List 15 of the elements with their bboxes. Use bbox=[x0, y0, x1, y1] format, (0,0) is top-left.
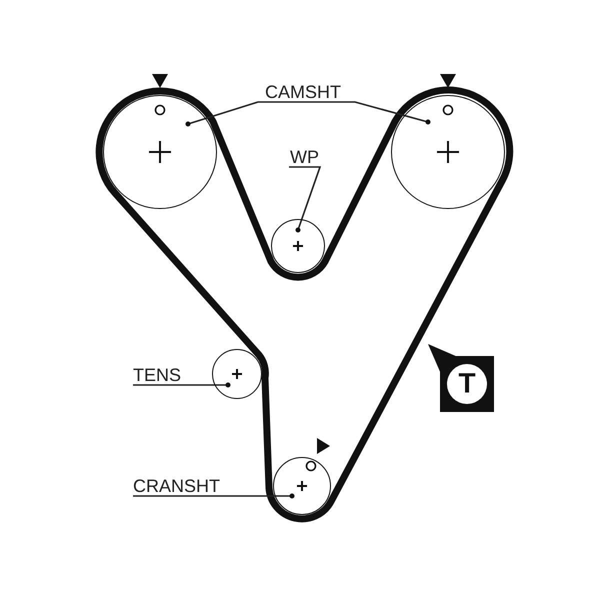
pulley bbox=[271, 219, 325, 273]
pulley bbox=[103, 95, 217, 209]
part-label: TENS bbox=[133, 365, 182, 385]
leader-line bbox=[300, 101, 430, 124]
pulley bbox=[273, 457, 331, 515]
pulley bbox=[391, 95, 505, 209]
tensioner-badge: T bbox=[440, 356, 494, 412]
pulley bbox=[212, 349, 262, 399]
part-label: WP bbox=[290, 147, 319, 167]
part-label: CAMSHT bbox=[265, 82, 341, 102]
leader-line bbox=[186, 101, 300, 126]
leader-line bbox=[289, 166, 322, 232]
part-label: CRANSHT bbox=[133, 476, 220, 496]
leader-line bbox=[133, 494, 294, 498]
leader-line bbox=[133, 382, 230, 388]
